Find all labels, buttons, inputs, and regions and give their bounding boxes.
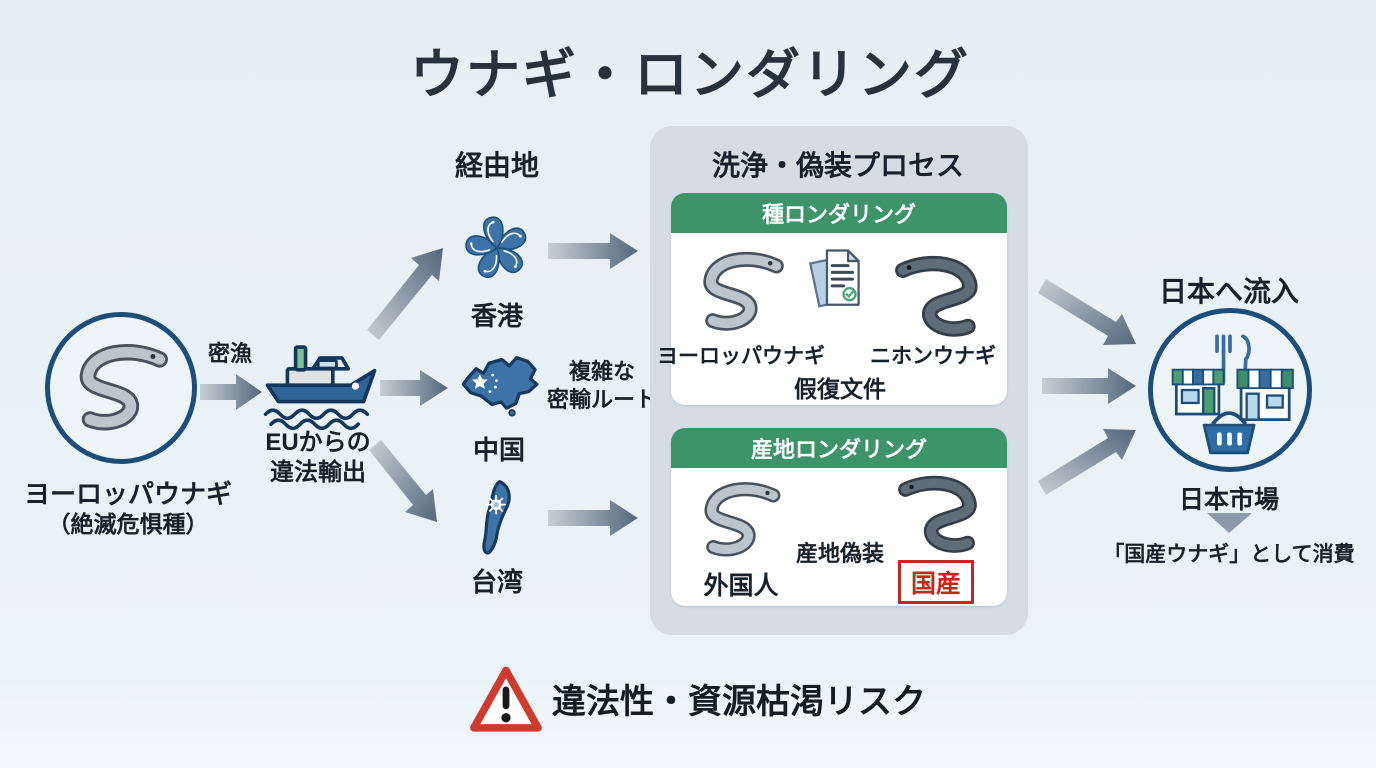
origin-panel-header: 産地ロンダリング — [671, 428, 1007, 468]
japan-market-badge — [1148, 308, 1312, 472]
china-label: 中国 — [472, 435, 526, 465]
arrow-process-to-japan-top — [1038, 279, 1136, 345]
european-eel-badge — [45, 312, 197, 464]
eel-icon — [703, 251, 784, 331]
smuggling-route-note: 複雑な 密輸ルート — [547, 358, 657, 414]
arrow-ship-to-hongkong — [367, 248, 443, 340]
china-map-icon — [461, 356, 539, 417]
risk-warning-label: 違法性・資源枯渇リスク — [552, 683, 926, 721]
domestic-stamp: 国産 — [897, 560, 975, 604]
eel-icon — [898, 475, 977, 553]
cargo-ship-icon — [263, 345, 377, 431]
export-label-line1: EUからの — [265, 429, 371, 456]
arrow-taiwan-to-process — [548, 500, 638, 536]
warning-triangle-icon — [470, 666, 542, 732]
export-label-line2: 違法輸出 — [270, 459, 366, 486]
bauhinia-flower-icon — [461, 213, 527, 282]
arrow-ship-to-china — [380, 370, 448, 406]
species-to-label: ニホンウナギ — [870, 345, 996, 368]
taiwan-label: 台湾 — [470, 567, 524, 597]
poaching-label: 密漁 — [207, 341, 253, 366]
consumption-label: 「国産ウナギ」として消費 — [1103, 543, 1355, 566]
market-fork-knife-shops-basket-icon — [1171, 334, 1294, 455]
japan-market-label: 日本市場 — [1178, 486, 1280, 514]
japan-inflow-header: 日本へ流入 — [1158, 276, 1300, 307]
eel-icon — [895, 255, 978, 337]
page-title: ウナギ・ロンダリング — [410, 45, 970, 105]
export-label: EUからの 違法輸出 — [265, 428, 370, 488]
origin-method-label: 産地偽装 — [795, 541, 885, 566]
origin-from-label: 外国人 — [703, 572, 779, 600]
arrow-ship-to-taiwan — [369, 440, 437, 522]
source-species-label: ヨーロッパウナギ — [23, 479, 233, 509]
arrow-market-to-consumption — [1207, 513, 1252, 533]
arrow-process-to-japan-mid — [1042, 368, 1136, 404]
arrow-hongkong-to-process — [548, 233, 638, 269]
eel-icon — [79, 344, 168, 431]
route-note-line2: 密輸ルート — [546, 387, 658, 412]
domestic-stamp-label: 国産 — [897, 560, 975, 604]
storefront-icon — [1236, 368, 1294, 421]
arrow-process-to-japan-bottom — [1038, 429, 1136, 495]
species-panel-header: 種ロンダリング — [671, 193, 1007, 233]
forged-documents-label: 假復文件 — [794, 376, 886, 402]
storefront-icon — [1171, 368, 1225, 416]
source-status-label: （絶滅危惧種） — [47, 511, 209, 537]
eel-icon — [704, 482, 781, 557]
species-from-label: ヨーロッパウナギ — [657, 345, 825, 368]
arrow-poaching — [200, 374, 262, 410]
forged-documents-icon — [808, 249, 860, 308]
transit-header: 経由地 — [454, 150, 540, 181]
route-note-line1: 複雑な — [568, 359, 636, 384]
process-header: 洗浄・偽装プロセス — [711, 150, 965, 181]
hongkong-label: 香港 — [470, 301, 524, 331]
taiwan-map-icon — [482, 480, 511, 555]
basket-icon — [1202, 411, 1256, 455]
